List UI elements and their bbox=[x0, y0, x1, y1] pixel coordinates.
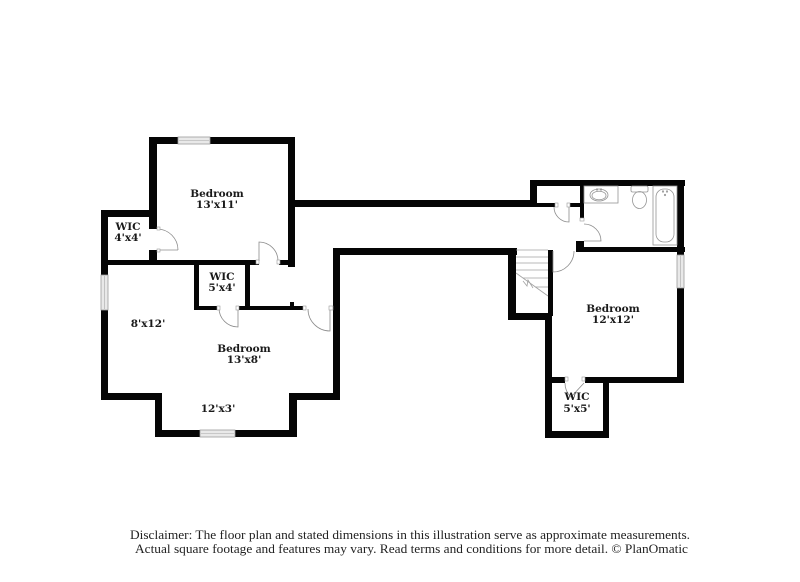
room-name: WIC bbox=[208, 271, 234, 283]
room-dimensions: 4'x4' bbox=[114, 232, 141, 244]
window-icon bbox=[676, 254, 685, 289]
window-icon bbox=[177, 136, 211, 145]
door-jambs bbox=[156, 202, 586, 382]
room-dimensions: 5'x4' bbox=[208, 282, 235, 294]
bathtub-icon bbox=[652, 185, 678, 246]
room-name: Bedroom bbox=[586, 303, 640, 315]
door-swing-icon bbox=[552, 250, 575, 273]
disclaimer-line-2: Actual square footage and features may v… bbox=[135, 541, 688, 556]
bay-dimensions: 12'x3' bbox=[201, 403, 236, 415]
toilet-icon bbox=[630, 185, 649, 209]
door-swing-icon bbox=[564, 382, 585, 398]
room-name: Bedroom bbox=[217, 343, 271, 355]
room-dimensions: 5'x5' bbox=[563, 403, 590, 415]
room-bedroom-right: Bedroom 12'x12' bbox=[586, 303, 640, 326]
door-swing-icon bbox=[156, 228, 179, 251]
disclaimer: Disclaimer: The floor plan and stated di… bbox=[130, 527, 690, 556]
room-name: WIC bbox=[114, 221, 140, 233]
room-name: Bedroom bbox=[190, 188, 244, 200]
door-swing-icon bbox=[218, 307, 239, 328]
door-swing-icon bbox=[307, 308, 331, 332]
door-swing-icon bbox=[583, 223, 602, 242]
door-swing-icon bbox=[553, 206, 570, 223]
room-name: WIC bbox=[563, 391, 589, 403]
stairs-icon bbox=[515, 249, 549, 297]
room-dimensions: 13'x8' bbox=[227, 354, 262, 366]
room-wic-upper-left: WIC 4'x4' bbox=[114, 221, 141, 244]
room-dimensions: 12'x12' bbox=[592, 314, 634, 326]
disclaimer-line-1: Disclaimer: The floor plan and stated di… bbox=[130, 527, 690, 542]
alcove-dimensions: 8'x12' bbox=[131, 318, 166, 330]
window-icon bbox=[100, 274, 109, 311]
room-dimensions: 13'x11' bbox=[196, 199, 238, 211]
door-swing-icon bbox=[258, 241, 279, 262]
room-wic-center: WIC 5'x4' bbox=[208, 271, 235, 294]
room-bedroom-lower-left: Bedroom 13'x8' 8'x12' 12'x3' bbox=[131, 318, 271, 415]
window-icon bbox=[199, 429, 236, 438]
room-bedroom-upper-left: Bedroom 13'x11' bbox=[190, 188, 244, 211]
sink-icon bbox=[583, 185, 619, 204]
walls bbox=[101, 137, 685, 438]
room-wic-right: WIC 5'x5' bbox=[563, 391, 590, 415]
